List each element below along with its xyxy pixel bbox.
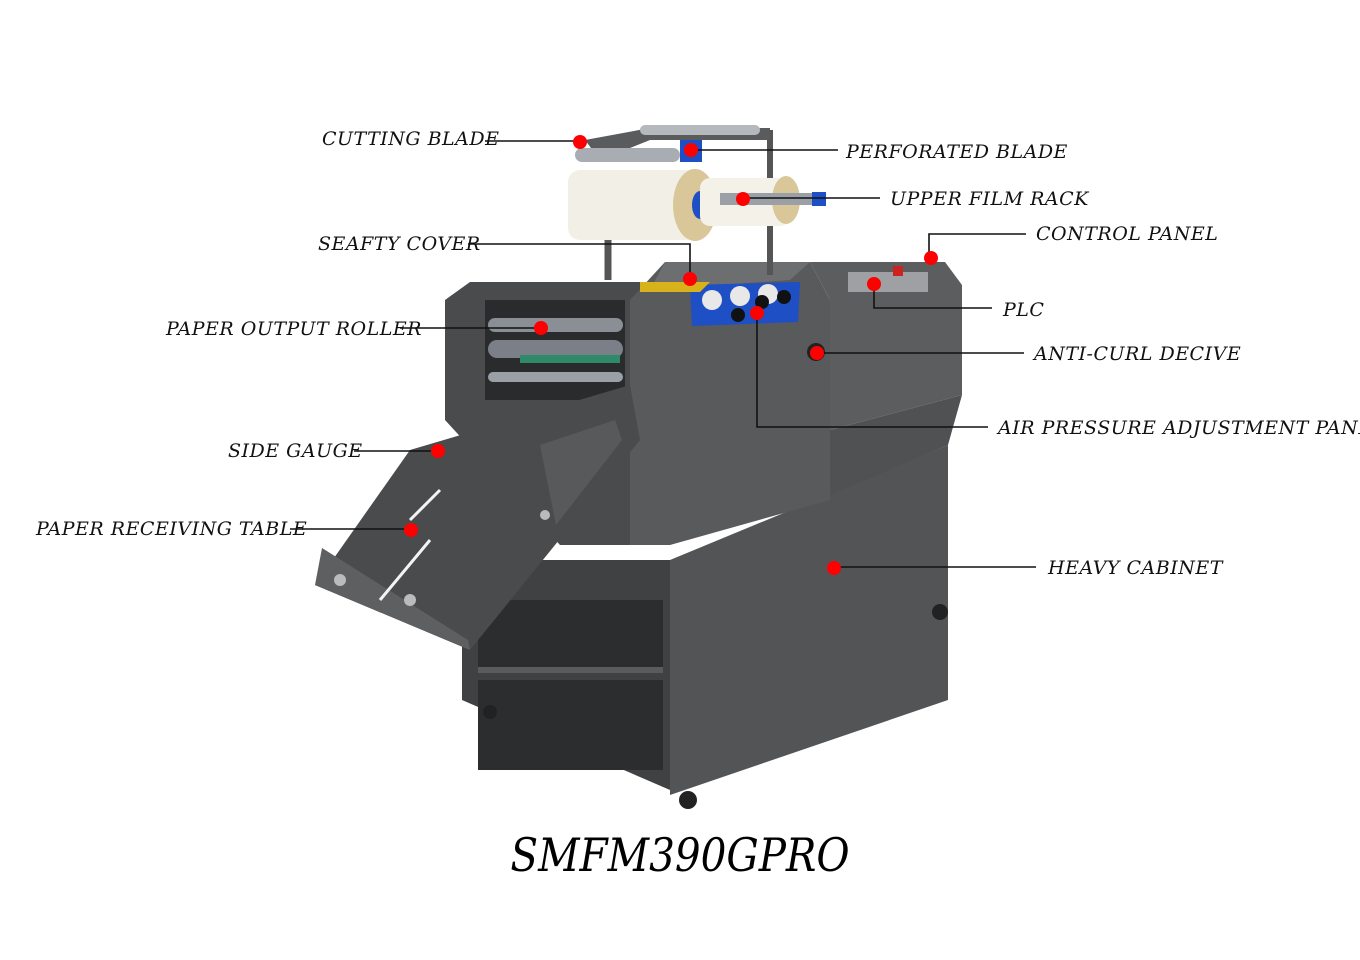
paper-output-roller-marker — [534, 321, 548, 335]
heavy-cabinet-marker — [827, 561, 841, 575]
perforated-blade-marker — [684, 143, 698, 157]
plc-marker — [867, 277, 881, 291]
cutting-blade-marker — [573, 135, 587, 149]
heavy-cabinet-label: HEAVY CABINET — [1048, 557, 1223, 579]
model-title: SMFM390GPRO — [510, 828, 850, 882]
control-panel-marker — [924, 251, 938, 265]
plc-leader-line — [873, 285, 992, 309]
perforated-blade-label: PERFORATED BLADE — [846, 141, 1068, 163]
plc-label: PLC — [1003, 299, 1045, 321]
control-panel-leader-line — [928, 233, 1026, 256]
seafty-cover-leader-line — [468, 243, 691, 278]
anti-curl-decive-label: ANTI-CURL DECIVE — [1034, 343, 1242, 365]
paper-receiving-table-label: PAPER RECEIVING TABLE — [36, 518, 308, 540]
seafty-cover-marker — [683, 272, 697, 286]
air-pressure-adjustment-panel-marker — [750, 306, 764, 320]
cutting-blade-label: CUTTING BLADE — [322, 128, 500, 150]
upper-film-rack-body — [568, 125, 826, 280]
control-panel-label: CONTROL PANEL — [1036, 223, 1219, 245]
upper-film-rack-label: UPPER FILM RACK — [890, 188, 1089, 210]
upper-film-rack-marker — [736, 192, 750, 206]
side-gauge-label: SIDE GAUGE — [228, 440, 363, 462]
paper-output-roller-label: PAPER OUTPUT ROLLER — [166, 318, 422, 340]
anti-curl-decive-marker — [810, 346, 824, 360]
paper-receiving-table-body — [315, 385, 640, 650]
air-pressure-adjustment-panel-label: AIR PRESSURE ADJUSTMENT PANEL — [998, 417, 1360, 439]
paper-receiving-table-marker — [404, 523, 418, 537]
heavy-cabinet-body — [462, 445, 948, 809]
side-gauge-marker — [431, 444, 445, 458]
seafty-cover-label: SEAFTY COVER — [318, 233, 481, 255]
air-pressure-adjustment-panel-leader-line — [756, 315, 988, 428]
